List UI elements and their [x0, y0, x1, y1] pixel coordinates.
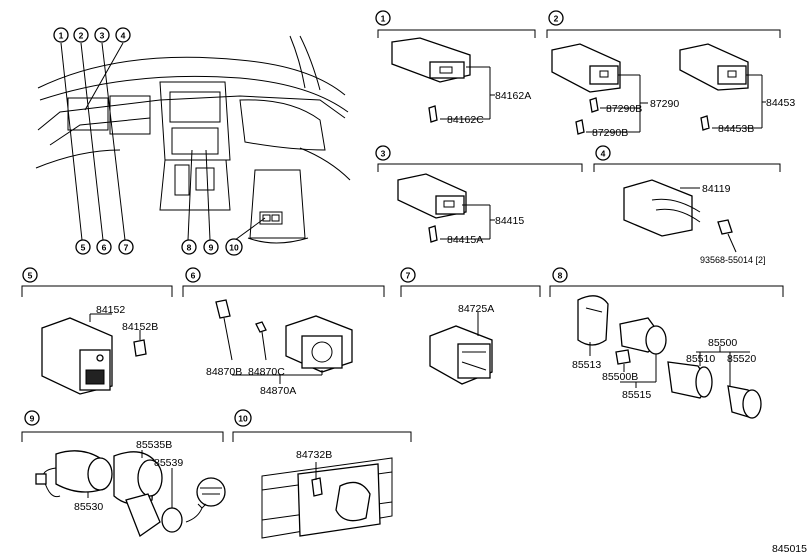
- dash-callout-7-text: 7: [124, 243, 129, 253]
- section-3-part-84415A: 84415A: [447, 234, 483, 246]
- section-2-number: 2: [554, 14, 559, 24]
- section-2-part-84453: 84453: [766, 97, 795, 109]
- dash-callout-7: 7: [118, 239, 134, 255]
- dash-callout-8: 8: [181, 239, 197, 255]
- section-9-part-85535B: 85535B: [136, 439, 172, 451]
- section-7-part-84725A: 84725A: [458, 303, 494, 315]
- section-8-part-85513: 85513: [572, 359, 601, 371]
- dash-callout-4-text: 4: [121, 31, 126, 41]
- section-10-part-84732B: 84732B: [296, 449, 332, 461]
- dash-callout-3: 3: [94, 27, 110, 43]
- dash-callout-4: 4: [115, 27, 131, 43]
- section-8-part-85510: 85510: [686, 353, 715, 365]
- section-9-part-85530: 85530: [74, 501, 103, 513]
- section-3-number: 3: [381, 149, 386, 159]
- dash-callout-1-text: 1: [59, 31, 64, 41]
- section-8-part-85500B: 85500B: [602, 371, 638, 383]
- section-8-part-85520: 85520: [727, 353, 756, 365]
- section-3-part-84415: 84415: [495, 215, 524, 227]
- section-2-part-87290: 87290: [650, 98, 679, 110]
- section-8-part-85515: 85515: [622, 389, 651, 401]
- dash-callout-6: 6: [96, 239, 112, 255]
- section-5-part-84152B: 84152B: [122, 321, 158, 333]
- dash-callout-2: 2: [73, 27, 89, 43]
- dash-callout-8-text: 8: [187, 243, 192, 253]
- dashboard-overview: [35, 35, 351, 244]
- section-3: 3 84415 84415A: [375, 145, 583, 246]
- section-1-part-84162C: 84162C: [447, 114, 484, 126]
- section-6: 6 84870B 84870C 84870A: [182, 267, 385, 397]
- dash-callout-10-text: 10: [229, 243, 239, 253]
- section-9-part-85539: 85539: [154, 457, 183, 469]
- section-4: 4 84119 93568-55014 [2]: [593, 145, 781, 265]
- section-1-part-84162A: 84162A: [495, 90, 531, 102]
- section-2-part-87290B-a: 87290B: [606, 103, 642, 115]
- dash-callout-2-text: 2: [79, 31, 84, 41]
- section-10-number: 10: [238, 414, 248, 424]
- section-1-number: 1: [381, 14, 386, 24]
- section-7-number: 7: [406, 271, 411, 281]
- section-2-part-84453B: 84453B: [718, 123, 754, 135]
- section-6-part-84870A: 84870A: [260, 385, 296, 397]
- dash-callout-5: 5: [75, 239, 91, 255]
- section-10: 10 84732B: [232, 409, 412, 539]
- section-9-number: 9: [30, 414, 35, 424]
- section-6-part-84870C: 84870C: [248, 366, 285, 378]
- section-5-part-84152: 84152: [96, 304, 125, 316]
- dash-callout-1: 1: [53, 27, 69, 43]
- section-7: 7 84725A: [400, 267, 541, 385]
- dash-callout-5-text: 5: [81, 243, 86, 253]
- section-2: 2 87290 87290B 87290B 84453 84453B: [546, 10, 795, 139]
- dash-callout-6-text: 6: [102, 243, 107, 253]
- section-2-part-87290B-b: 87290B: [592, 127, 628, 139]
- dash-callout-9: 9: [203, 239, 219, 255]
- section-4-part-93568-55014: 93568-55014 [2]: [700, 255, 766, 265]
- dash-callout-9-text: 9: [209, 243, 214, 253]
- section-1: 1 84162A 84162C: [375, 10, 536, 126]
- dash-callout-3-text: 3: [100, 31, 105, 41]
- dash-callout-10: 10: [225, 238, 243, 256]
- section-5: 5 84152 84152B: [21, 267, 173, 395]
- section-8: 8 85513 85500B 85515 85500 85510 85520: [549, 267, 784, 419]
- section-5-number: 5: [28, 271, 33, 281]
- section-6-part-84870B: 84870B: [206, 366, 242, 378]
- section-9: 9 85535B 85539 85530: [21, 410, 226, 538]
- section-4-part-84119: 84119: [702, 183, 731, 195]
- section-8-number: 8: [558, 271, 563, 281]
- section-8-part-85500: 85500: [708, 337, 737, 349]
- diagram-id: 845015: [772, 543, 807, 555]
- section-4-number: 4: [601, 149, 606, 159]
- section-6-number: 6: [191, 271, 196, 281]
